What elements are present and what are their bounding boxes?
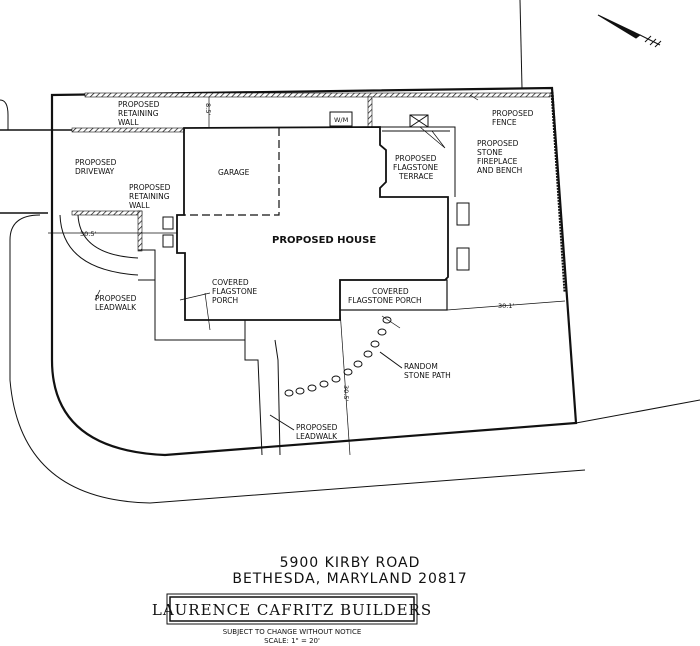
address-line2: BETHESDA, MARYLAND 20817 [232, 571, 467, 587]
address-line1: 5900 KIRBY ROAD [280, 555, 421, 571]
property-line [50, 86, 578, 457]
scale-note: SCALE: 1" = 20' [264, 637, 320, 645]
house-label: PROPOSED HOUSE [272, 235, 376, 246]
fireplace-icon [409, 114, 429, 128]
garage-outline [184, 128, 280, 216]
dimension-right: 30.1' [498, 302, 514, 310]
proposed-house [176, 126, 449, 321]
change-notice: SUBJECT TO CHANGE WITHOUT NOTICE [223, 628, 362, 636]
random-stone-path [284, 316, 392, 397]
north-arrow-icon [597, 14, 662, 48]
retaining-walls [71, 92, 551, 252]
meters [162, 111, 470, 271]
builder-name: LAURENCE CAFRITZ BUILDERS [152, 601, 432, 619]
front-leadwalk [244, 339, 281, 456]
covered-porch-left [154, 250, 246, 341]
builder-box [166, 593, 418, 625]
meter-label: W/M [334, 116, 348, 124]
garage-label: GARAGE [218, 168, 250, 177]
dimension-lines [48, 94, 566, 456]
flagstone-terrace [380, 126, 456, 197]
dimension-left: 30.5' [80, 230, 96, 238]
covered-porch-right [339, 279, 448, 311]
side-leadwalk [59, 214, 156, 281]
proposed-fence [550, 91, 567, 293]
dimension-top: 8.5' [204, 103, 212, 115]
dimension-front: 30.5' [342, 385, 350, 401]
